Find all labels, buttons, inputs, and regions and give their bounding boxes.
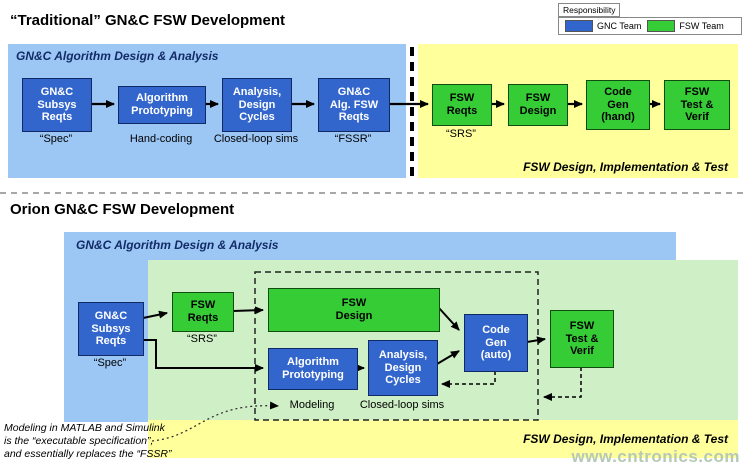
matlab-annotation: Modeling in MATLAB and Simulink is the “… <box>4 422 172 461</box>
legend-title: Responsibility <box>558 3 621 17</box>
orion-box-analysis-design-cycles: Analysis, Design Cycles <box>368 340 438 396</box>
watermark: www.cntronics.com <box>571 447 740 466</box>
orion-fsw-region-label: FSW Design, Implementation & Test <box>523 432 728 446</box>
trad-caption-fssr: “FSSR” <box>334 133 372 145</box>
trad-box-gnc-subsys-reqts: GN&C Subsys Reqts <box>22 78 92 132</box>
trad-box-fsw-test-verif: FSW Test & Verif <box>664 80 730 130</box>
trad-box-code-gen-hand: Code Gen (hand) <box>586 80 650 130</box>
trad-caption-hand-coding: Hand-coding <box>129 133 193 145</box>
orion-box-fsw-reqts: FSW Reqts <box>172 292 234 332</box>
legend-items: GNC Team FSW Team <box>558 17 742 35</box>
gnc-team-swatch <box>565 20 593 32</box>
trad-box-fsw-reqts: FSW Reqts <box>432 84 492 126</box>
orion-box-code-gen-auto: Code Gen (auto) <box>464 314 528 372</box>
legend: Responsibility GNC Team FSW Team <box>558 3 742 35</box>
orion-caption-srs: “SRS” <box>187 333 217 345</box>
legend-item-gnc: GNC Team <box>565 20 641 32</box>
trad-caption-srs: “SRS” <box>446 128 476 140</box>
orion-gnc-region-label: GN&C Algorithm Design & Analysis <box>76 238 279 252</box>
trad-box-analysis-design-cycles: Analysis, Design Cycles <box>222 78 292 132</box>
traditional-gnc-region-label: GN&C Algorithm Design & Analysis <box>16 49 219 63</box>
fsw-team-label: FSW Team <box>679 21 724 31</box>
orion-box-gnc-subsys-reqts: GN&C Subsys Reqts <box>78 302 144 356</box>
legend-item-fsw: FSW Team <box>647 20 724 32</box>
trad-caption-closed-loop-sims: Closed-loop sims <box>213 133 299 145</box>
orion-box-fsw-test-verif: FSW Test & Verif <box>550 310 614 368</box>
traditional-title: “Traditional” GN&C FSW Development <box>10 12 286 29</box>
gnc-team-label: GNC Team <box>597 21 642 31</box>
trad-box-fsw-design: FSW Design <box>508 84 568 126</box>
orion-box-fsw-design: FSW Design <box>268 288 440 332</box>
orion-caption-closed-loop-sims: Closed-loop sims <box>359 399 445 411</box>
orion-box-algorithm-prototyping: Algorithm Prototyping <box>268 348 358 390</box>
trad-box-algorithm-prototyping: Algorithm Prototyping <box>118 86 206 124</box>
traditional-fsw-region-label: FSW Design, Implementation & Test <box>523 160 728 174</box>
trad-box-gnc-alg-fsw-reqts: GN&C Alg. FSW Reqts <box>318 78 390 132</box>
orion-caption-spec: “Spec” <box>93 357 127 369</box>
orion-caption-modeling: Modeling <box>289 399 335 411</box>
orion-title: Orion GN&C FSW Development <box>10 201 235 218</box>
fsw-team-swatch <box>647 20 676 32</box>
trad-caption-spec: “Spec” <box>39 133 73 145</box>
